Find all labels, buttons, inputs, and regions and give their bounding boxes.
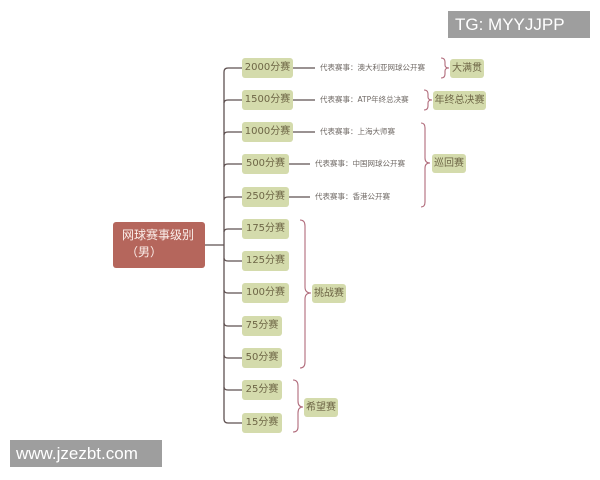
rep-event-1000: 代表赛事：上海大师赛	[320, 127, 395, 136]
node-125[interactable]: 125分赛	[242, 251, 289, 271]
node-15[interactable]: 15分赛	[242, 413, 282, 433]
brace-futures	[292, 379, 304, 433]
rep-event-2000: 代表赛事：澳大利亚网球公开赛	[320, 63, 425, 72]
brace-tour	[420, 122, 431, 208]
node-1500[interactable]: 1500分赛	[242, 90, 293, 110]
brace-grand-slam	[440, 57, 450, 79]
rep-event-500: 代表赛事：中国网球公开赛	[315, 159, 405, 168]
category-futures[interactable]: 希望赛	[304, 398, 338, 417]
node-2000[interactable]: 2000分赛	[242, 58, 293, 78]
category-year-end-finals[interactable]: 年终总决赛	[433, 91, 486, 110]
rep-event-250: 代表赛事：香港公开赛	[315, 192, 390, 201]
brace-challenger	[299, 219, 312, 369]
node-1000[interactable]: 1000分赛	[242, 122, 293, 142]
category-grand-slam[interactable]: 大满贯	[450, 59, 484, 78]
brace-finals	[423, 89, 433, 111]
rep-event-1500: 代表赛事：ATP年终总决赛	[320, 95, 409, 104]
category-tour[interactable]: 巡回赛	[432, 154, 466, 173]
watermark-url: www.jzezbt.com	[10, 440, 162, 467]
root-node[interactable]: 网球赛事级别 （男）	[113, 222, 205, 268]
node-175[interactable]: 175分赛	[242, 219, 289, 239]
node-50[interactable]: 50分赛	[242, 348, 282, 368]
node-100[interactable]: 100分赛	[242, 283, 289, 303]
node-75[interactable]: 75分赛	[242, 316, 282, 336]
node-500[interactable]: 500分赛	[242, 154, 289, 174]
category-challenger[interactable]: 挑战赛	[312, 284, 346, 303]
watermark-tg: TG: MYYJJPP	[448, 11, 590, 38]
node-25[interactable]: 25分赛	[242, 380, 282, 400]
root-title: 网球赛事级别	[122, 228, 195, 242]
root-subtitle: （男）	[126, 245, 163, 259]
node-250[interactable]: 250分赛	[242, 187, 289, 207]
